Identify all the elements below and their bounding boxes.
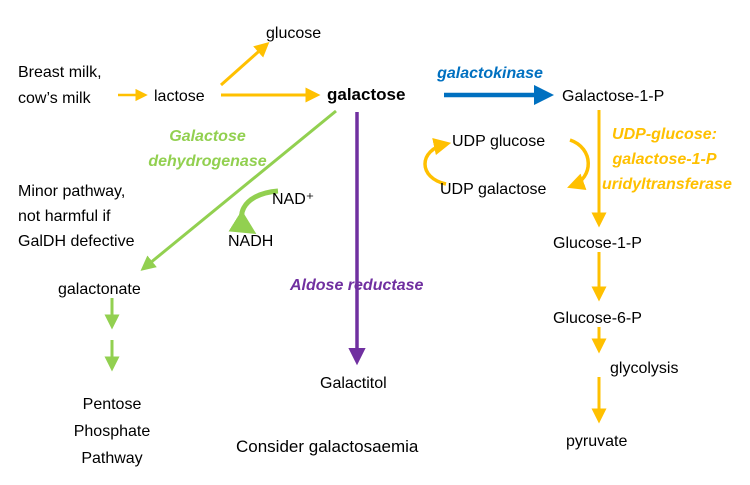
enzyme-aldose-reductase: Aldose reductase — [290, 277, 424, 294]
arrow-nad-to-nadh — [228, 188, 279, 234]
node-pyruvate: pyruvate — [566, 433, 628, 450]
enzyme-galactose-dehydrogenase: Galactose dehydrogenase — [148, 128, 267, 170]
cofactor-nadh: NADH — [228, 233, 274, 250]
node-glycolysis: glycolysis — [610, 360, 679, 377]
note-consider-galactosaemia: Consider galactosaemia — [236, 437, 419, 456]
enzyme-uridyltransferase: UDP-glucose: galactose-1-P uridyltransfe… — [602, 126, 732, 193]
arrow-udp-cycle-left — [423, 138, 452, 186]
node-galactose-1p: Galactose-1-P — [562, 88, 665, 105]
note-minor-pathway: Minor pathway, not harmful if GalDH defe… — [18, 183, 135, 250]
node-udp-galactose: UDP galactose — [440, 181, 547, 198]
cofactor-nad-plus: NAD⁺ — [272, 191, 315, 208]
node-pentose-phosphate-pathway: Pentose Phosphate Pathway — [73, 396, 151, 467]
enzyme-galactokinase: galactokinase — [437, 65, 543, 82]
node-lactose: lactose — [154, 88, 205, 105]
node-galactose: galactose — [327, 85, 406, 104]
node-glucose: glucose — [266, 25, 322, 42]
node-glucose-6p: Glucose-6-P — [553, 310, 642, 327]
node-breast-milk: Breast milk, cow’s milk — [18, 64, 102, 107]
arrow-galactose-to-galactonate — [140, 109, 337, 271]
node-galactonate: galactonate — [58, 281, 141, 298]
node-udp-glucose: UDP glucose — [452, 133, 546, 150]
arrow-lactose-to-glucose — [220, 42, 270, 87]
arrow-udp-cycle-right — [567, 138, 590, 191]
node-galactitol: Galactitol — [320, 375, 387, 392]
node-glucose-1p: Glucose-1-P — [553, 235, 642, 252]
